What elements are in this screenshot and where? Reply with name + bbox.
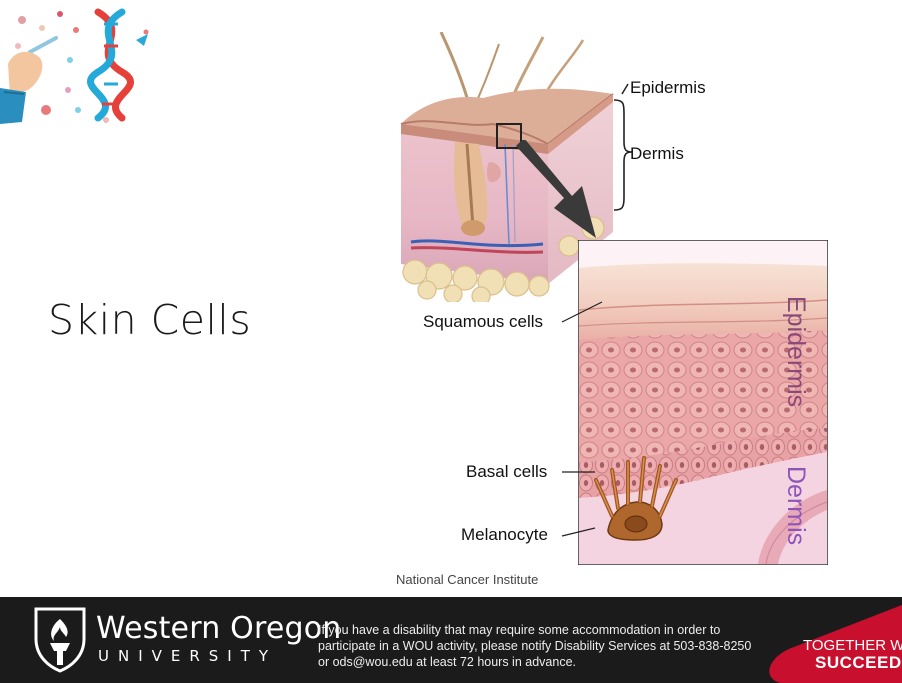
leader-lines <box>550 300 630 550</box>
slide-title: Skin Cells <box>48 296 251 344</box>
inset-dermis-label: Dermis <box>781 466 810 545</box>
dna-helix-icon <box>90 12 148 118</box>
inset-epidermis-label: Epidermis <box>781 296 810 407</box>
image-credit: National Cancer Institute <box>396 572 538 587</box>
squamous-cells-label: Squamous cells <box>423 312 543 332</box>
wou-torch-logo-icon <box>30 605 90 675</box>
dermis-label: Dermis <box>630 144 684 164</box>
tagline-line-2: SUCCEED <box>815 653 902 673</box>
footer-bar: Western Oregon UNIVERSITY If you have a … <box>0 597 902 683</box>
melanocyte-label: Melanocyte <box>461 525 548 545</box>
accessibility-notice: If you have a disability that may requir… <box>318 622 758 670</box>
epidermis-label: Epidermis <box>630 78 706 98</box>
university-name: Western Oregon <box>96 611 342 646</box>
callout-arrow-icon <box>510 140 600 240</box>
university-subtitle: UNIVERSITY <box>98 647 277 665</box>
dna-decoration <box>0 0 160 130</box>
tagline-line-1: TOGETHER WE <box>803 637 902 654</box>
basal-cells-label: Basal cells <box>466 462 547 482</box>
